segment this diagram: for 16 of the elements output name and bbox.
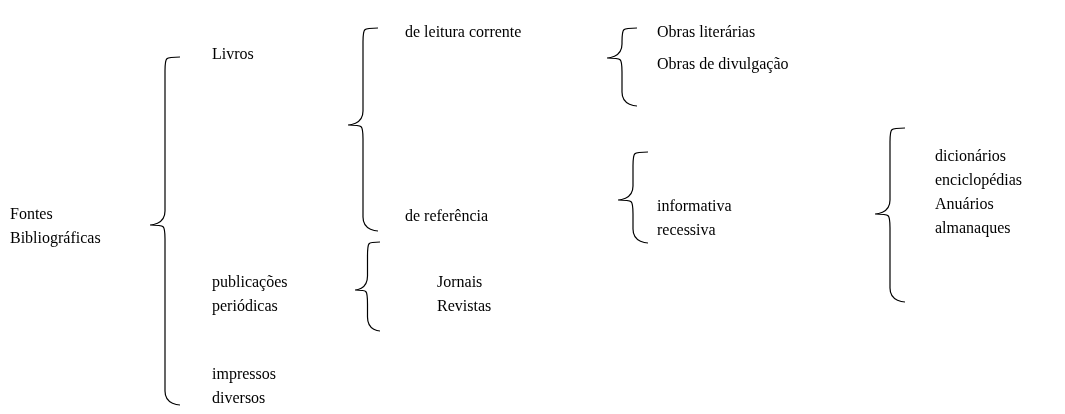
category-label: Livros: [212, 44, 254, 64]
category-label: impressos diversos: [212, 364, 277, 408]
category-label: Obras literárias: [657, 22, 756, 42]
category-label: Anuários: [935, 194, 994, 214]
category-label: recessiva: [657, 220, 716, 240]
category-label: de leitura corrente: [405, 22, 522, 42]
category-label: Revistas: [437, 296, 492, 316]
category-label: dicionários: [935, 146, 1007, 166]
category-label: Obras de divulgação: [657, 54, 789, 75]
category-label: Fontes Bibliográficas: [10, 204, 102, 249]
category-label: enciclopédias: [935, 170, 1023, 191]
category-label: de referência: [405, 206, 489, 226]
category-label: publicações periódicas: [212, 272, 289, 317]
category-label: Jornais: [437, 272, 483, 292]
category-label: informativa: [657, 196, 732, 216]
category-label: almanaques: [935, 218, 1011, 239]
